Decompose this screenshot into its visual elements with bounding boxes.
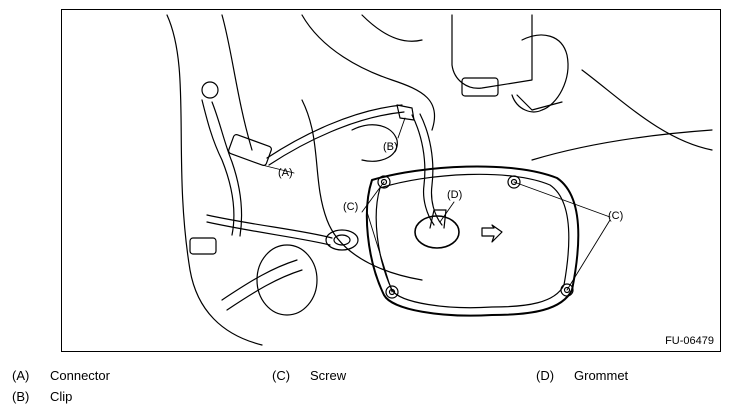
cable-clip bbox=[201, 81, 219, 99]
legend-item-b: (B) Clip bbox=[12, 389, 72, 404]
connector-harness bbox=[268, 111, 405, 166]
harness-to-grommet bbox=[419, 113, 443, 226]
callout-c-right: (C) bbox=[608, 210, 623, 222]
harness-line bbox=[516, 94, 563, 111]
callout-c-left: (C) bbox=[343, 201, 358, 213]
hose-line bbox=[221, 259, 298, 301]
screw bbox=[507, 175, 521, 189]
leader-line-c-left bbox=[366, 211, 393, 293]
leader-line-b bbox=[397, 117, 406, 139]
screw-head bbox=[388, 288, 396, 296]
panel-contour bbox=[531, 129, 713, 161]
service-hole-cover bbox=[365, 165, 580, 317]
callout-d: (D) bbox=[447, 189, 462, 201]
legend-key: (B) bbox=[12, 389, 30, 404]
small-grommet-hole bbox=[333, 234, 351, 246]
panel-contour bbox=[581, 69, 713, 151]
bracket bbox=[451, 14, 533, 89]
leader-line-c-left bbox=[361, 181, 385, 213]
leader-line-c-right bbox=[566, 219, 611, 291]
panel-contour bbox=[221, 14, 253, 151]
legend-label: Clip bbox=[50, 389, 73, 404]
panel-contour bbox=[301, 99, 423, 281]
legend-item-d: (D) Grommet bbox=[536, 368, 628, 383]
legend-key: (A) bbox=[12, 368, 30, 383]
screw-head bbox=[510, 178, 518, 186]
panel-contour bbox=[351, 124, 398, 162]
panel-contour bbox=[361, 14, 423, 42]
hose-line bbox=[206, 214, 333, 239]
hose-line bbox=[206, 221, 331, 246]
connector-harness bbox=[266, 104, 403, 159]
leader-line-c-right bbox=[513, 181, 611, 218]
legend-label: Connector bbox=[50, 368, 110, 383]
legend-item-a: (A) Connector bbox=[12, 368, 110, 383]
figure-code: FU-06479 bbox=[665, 335, 714, 347]
legend-key: (C) bbox=[272, 368, 291, 383]
left-connector bbox=[189, 237, 217, 255]
screw-head bbox=[380, 178, 388, 186]
screw-head bbox=[563, 286, 571, 294]
legend-label: Grommet bbox=[574, 368, 629, 383]
grommet-d-shape bbox=[414, 215, 460, 249]
connector-a-shape bbox=[228, 134, 272, 166]
fuel-pump-access-illustration: (A) (B) (C) (C) (D) bbox=[166, 14, 713, 346]
hose-line bbox=[226, 269, 303, 311]
callout-a: (A) bbox=[278, 167, 293, 179]
screw bbox=[560, 283, 574, 297]
cable-bundle bbox=[211, 101, 243, 237]
figure-frame: (A) (B) (C) (C) (D) FU-06479 bbox=[61, 9, 721, 352]
legend-key: (D) bbox=[536, 368, 555, 383]
arrow-icon bbox=[481, 224, 503, 243]
leader-line-a bbox=[261, 164, 295, 174]
leader-line-d bbox=[439, 201, 455, 223]
harness-block bbox=[511, 34, 569, 113]
access-opening bbox=[256, 244, 318, 316]
cable-bundle bbox=[201, 99, 235, 236]
panel-contour bbox=[301, 14, 436, 131]
legend-item-c: (C) Screw bbox=[272, 368, 346, 383]
grommet-d-stem bbox=[429, 209, 447, 229]
service-hole-cover-inner bbox=[375, 173, 570, 309]
small-grommet bbox=[325, 229, 359, 251]
screw bbox=[385, 285, 399, 299]
legend-label: Screw bbox=[310, 368, 347, 383]
screw bbox=[377, 175, 391, 189]
callout-b: (B) bbox=[383, 141, 398, 153]
harness-connector bbox=[461, 77, 499, 97]
panel-contour bbox=[166, 14, 263, 346]
harness-to-grommet bbox=[411, 114, 435, 226]
